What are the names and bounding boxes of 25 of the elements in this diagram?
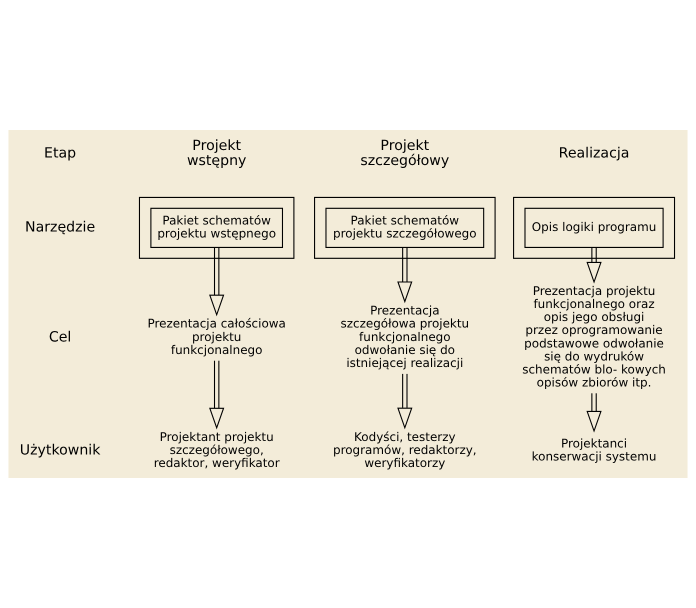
label: Projekt szczegółowy [360,138,450,170]
arrow [209,360,224,430]
label: Narzędzie [25,220,96,236]
node-text: Kodyści, testerzy programów, redaktorzy, weryfikatorzy [333,430,477,470]
node-text: Prezentacja całościowa projektu funkcjonalnego [147,316,286,357]
arrow [586,248,602,284]
arrow [397,248,412,304]
arrow [586,393,602,433]
node-box: Opis logiki programu [524,208,664,248]
label: Projekt wstępny [186,138,246,170]
node-text: Prezentacja szczegółowa projektu funkcjonalnego odwołanie się do istniejącej realizacji [340,304,470,370]
label: Użytkownik [20,442,100,459]
cluster [513,196,676,259]
cluster [314,196,496,259]
label: Realizacja [558,146,630,162]
label: Etap [44,146,76,162]
arrow [209,248,224,316]
node-box: Pakiet schematów projektu szczegółowego [325,208,484,248]
node-box: Pakiet schematów projektu wstępnego [150,208,284,248]
node-text: Projektant projektu szczegółowego, redaktor, weryfikator [154,430,280,470]
node-text: Projektanci konserwacji systemu [532,436,656,464]
node-text: Prezentacja projektu funkcjonalnego oraz opis jego obsługi przez oprogramowanie podstawowe odwołanie się do wydruków schematów blo- kowych opisów zbiorów itp. [522,284,666,390]
arrow [397,374,412,430]
label: Cel [48,329,72,346]
cluster [138,196,294,259]
